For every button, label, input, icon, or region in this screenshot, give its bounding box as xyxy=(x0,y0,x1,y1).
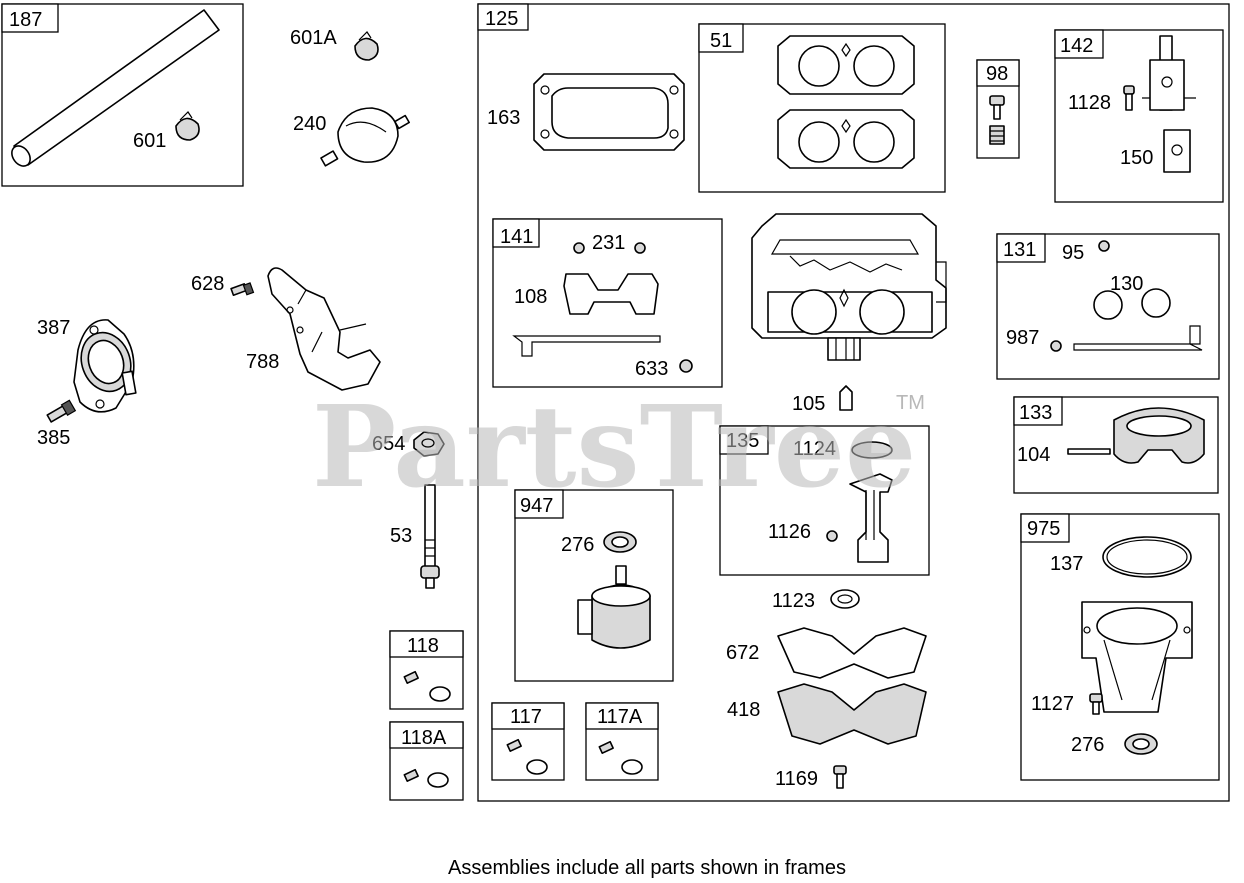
part-163-gasket[interactable]: 163 xyxy=(487,73,685,151)
plate-bracket xyxy=(1142,35,1196,111)
solenoid xyxy=(577,565,651,649)
part-105-label: 105 xyxy=(792,393,825,415)
part-418-gasket[interactable]: 418 xyxy=(727,683,927,745)
frame-125-label: 125 xyxy=(485,8,518,30)
frame-117-label: 117 xyxy=(510,706,542,728)
frame-187-label: 187 xyxy=(9,9,42,31)
part-654-nut[interactable]: 654 xyxy=(372,431,445,457)
frame-141[interactable]: 141 231 108 633 xyxy=(492,218,723,388)
part-95-label: 95 xyxy=(1062,242,1084,264)
part-601a[interactable]: 601A xyxy=(290,27,379,61)
part-654-label: 654 xyxy=(372,433,405,455)
frame-51-label: 51 xyxy=(710,30,732,52)
part-108-label: 108 xyxy=(514,286,547,308)
part-788-bracket[interactable]: 788 xyxy=(246,267,381,391)
part-628-label: 628 xyxy=(191,273,224,295)
part-385-screw[interactable]: 385 xyxy=(37,399,77,449)
frame-131[interactable]: 131 95 130 987 xyxy=(996,233,1220,380)
watermark-brand: PartsTree xyxy=(312,382,916,513)
frame-142-label: 142 xyxy=(1060,35,1093,57)
part-53-label: 53 xyxy=(390,525,412,547)
frame-133-label: 133 xyxy=(1019,402,1052,424)
gasket-lower xyxy=(777,109,915,169)
diagram-caption: Assemblies include all parts shown in fr… xyxy=(448,857,846,879)
frame-117[interactable]: 117 xyxy=(491,702,565,781)
frame-135[interactable]: 135 1124 1126 xyxy=(719,425,930,576)
frame-117a-label: 117A xyxy=(597,706,643,728)
part-633-label: 633 xyxy=(635,358,668,380)
plate-150 xyxy=(1163,129,1191,173)
part-1123-washer[interactable]: 1123 xyxy=(772,589,860,612)
frame-118a-label: 118A xyxy=(401,727,447,749)
frame-98[interactable]: 98 xyxy=(976,59,1020,159)
frame-118a[interactable]: 118A xyxy=(389,721,464,801)
part-601-label: 601 xyxy=(133,130,166,152)
frame-135-label: 135 xyxy=(726,430,759,452)
part-276a-label: 276 xyxy=(561,534,594,556)
partstree-watermark: PartsTree TM xyxy=(312,382,925,513)
part-150-label: 150 xyxy=(1120,147,1153,169)
part-1124-label: 1124 xyxy=(793,438,836,460)
frame-141-label: 141 xyxy=(500,226,533,248)
part-387-fuel-pump[interactable]: 387 xyxy=(37,317,139,413)
part-672-label: 672 xyxy=(726,642,759,664)
part-137-label: 137 xyxy=(1050,553,1083,575)
part-387-label: 387 xyxy=(37,317,70,339)
part-240-fuel-filter[interactable]: 240 xyxy=(293,107,410,167)
part-1169-screw[interactable]: 1169 xyxy=(775,765,847,790)
part-1169-label: 1169 xyxy=(775,768,818,790)
part-1128-label: 1128 xyxy=(1068,92,1111,114)
frame-118-label: 118 xyxy=(407,635,439,657)
frame-125[interactable]: 125 xyxy=(477,3,1230,802)
frame-975[interactable]: 975 137 1127 276 xyxy=(1020,513,1220,781)
frame-975-label: 975 xyxy=(1027,518,1060,540)
frame-118[interactable]: 118 xyxy=(389,630,464,710)
frame-131-label: 131 xyxy=(1003,239,1036,261)
part-672-gasket[interactable]: 672 xyxy=(726,627,927,679)
fuel-line-hose xyxy=(11,9,220,167)
frame-51[interactable]: 51 xyxy=(698,23,946,193)
frame-947-label: 947 xyxy=(520,495,553,517)
hose-clamp-601 xyxy=(175,111,200,141)
frame-133[interactable]: 133 104 xyxy=(1013,396,1219,494)
part-163-label: 163 xyxy=(487,107,520,129)
part-1123-label: 1123 xyxy=(772,590,815,612)
watermark-trademark: TM xyxy=(896,392,925,414)
screw-1128 xyxy=(1123,85,1135,111)
part-231-label: 231 xyxy=(592,232,625,254)
part-628-screw[interactable]: 628 xyxy=(191,273,255,297)
part-240-label: 240 xyxy=(293,113,326,135)
part-1126-label: 1126 xyxy=(768,521,811,543)
part-601a-label: 601A xyxy=(290,27,337,49)
frame-187[interactable]: 187 601 xyxy=(1,3,244,187)
part-276b-label: 276 xyxy=(1071,734,1104,756)
adapter-housing xyxy=(1081,601,1193,713)
frame-142[interactable]: 142 1128 150 xyxy=(1054,29,1224,203)
frame-947[interactable]: 947 276 xyxy=(514,489,674,682)
part-104-label: 104 xyxy=(1017,444,1050,466)
part-418-label: 418 xyxy=(727,699,760,721)
part-130-label: 130 xyxy=(1110,273,1143,295)
part-53-stud[interactable]: 53 xyxy=(390,484,440,589)
part-1127-label: 1127 xyxy=(1031,693,1074,715)
part-788-label: 788 xyxy=(246,351,279,373)
gasket-upper xyxy=(777,35,915,95)
frame-117a[interactable]: 117A xyxy=(585,702,659,781)
part-385-label: 385 xyxy=(37,427,70,449)
part-105-needle[interactable]: 105 xyxy=(792,385,853,415)
part-987-label: 987 xyxy=(1006,327,1039,349)
frame-98-label: 98 xyxy=(986,63,1008,85)
carburetor-body[interactable] xyxy=(751,213,947,361)
